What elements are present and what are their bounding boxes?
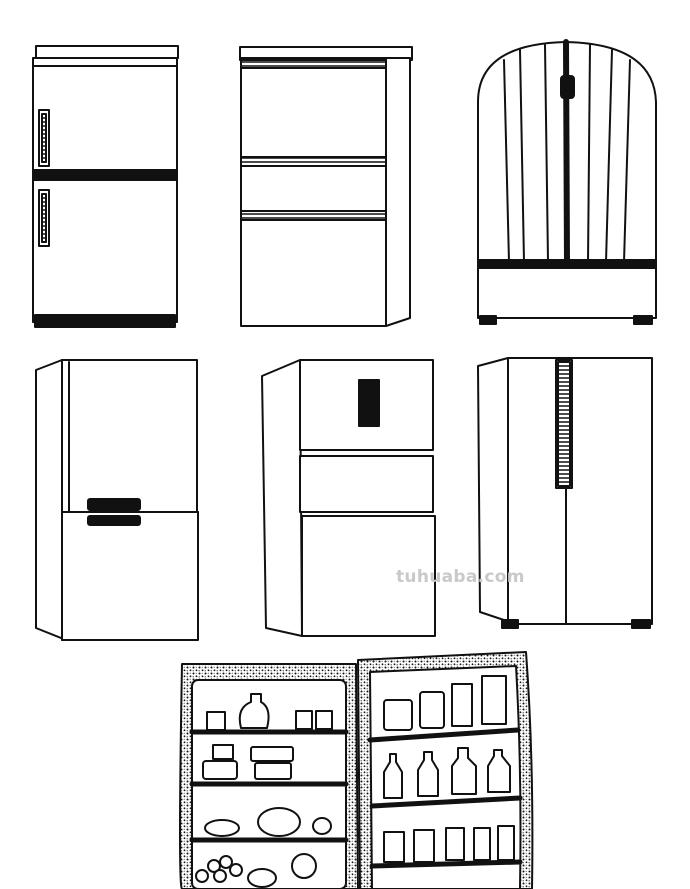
- fridge-three-door-display: [261, 359, 436, 637]
- fridge-bottom-freezer: [35, 359, 199, 641]
- fridge-arched-french-door: [477, 39, 657, 325]
- open-fridge-with-food: [179, 651, 534, 889]
- fridge-three-drawer: [239, 46, 413, 327]
- fridge-side-by-side: [477, 357, 653, 629]
- fridge-two-door-side-handles: [32, 45, 179, 328]
